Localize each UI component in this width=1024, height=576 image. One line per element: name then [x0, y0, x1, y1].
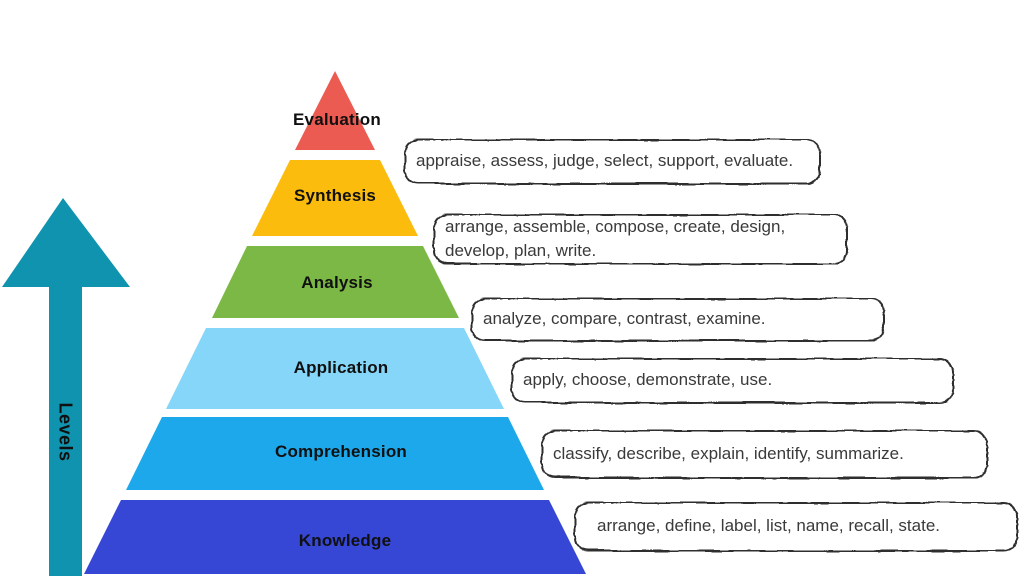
callout-knowledge-border	[573, 501, 1017, 551]
levels-axis-label: Levels	[55, 402, 76, 462]
callout-application-text: apply, choose, demonstrate, use.	[523, 370, 773, 389]
pyramid-level-synthesis	[252, 160, 418, 236]
pyramid-level-analysis	[212, 246, 459, 318]
callout-comprehension-border	[540, 429, 987, 478]
levels-arrow	[2, 198, 130, 576]
pyramid-level-knowledge	[84, 500, 586, 574]
callout-comprehension-text: classify, describe, explain, identify, s…	[553, 443, 904, 463]
callout-synthesis: arrange, assemble, compose, create, desi…	[432, 213, 847, 264]
callout-analysis-text: analyze, compare, contrast, examine.	[483, 309, 766, 328]
pyramid-level-application	[166, 328, 504, 409]
callout-evaluation-text: appraise, assess, judge, select, support…	[416, 151, 794, 170]
callout-knowledge-text: arrange, define, label, list, name, reca…	[597, 516, 941, 535]
callout-knowledge: arrange, define, label, list, name, reca…	[573, 501, 1017, 551]
label-application: Application	[293, 358, 389, 377]
callout-comprehension: classify, describe, explain, identify, s…	[540, 429, 987, 478]
callout-evaluation-border	[403, 138, 820, 184]
label-analysis: Analysis	[301, 273, 373, 292]
callout-analysis: analyze, compare, contrast, examine.	[470, 297, 884, 341]
callout-application-border	[510, 357, 953, 403]
label-synthesis: Synthesis	[293, 186, 377, 205]
pyramid-level-evaluation	[295, 71, 375, 150]
label-evaluation: Evaluation	[293, 110, 381, 129]
callout-synthesis-text: arrange, assemble, compose, create, desi…	[445, 216, 786, 260]
label-knowledge: Knowledge	[298, 531, 392, 550]
label-comprehension: Comprehension	[274, 442, 408, 461]
pyramid-level-comprehension	[126, 417, 544, 490]
callout-analysis-border	[470, 297, 884, 341]
callout-synthesis-border	[432, 213, 847, 264]
callout-application: apply, choose, demonstrate, use.	[510, 357, 953, 403]
callout-evaluation: appraise, assess, judge, select, support…	[403, 138, 820, 184]
